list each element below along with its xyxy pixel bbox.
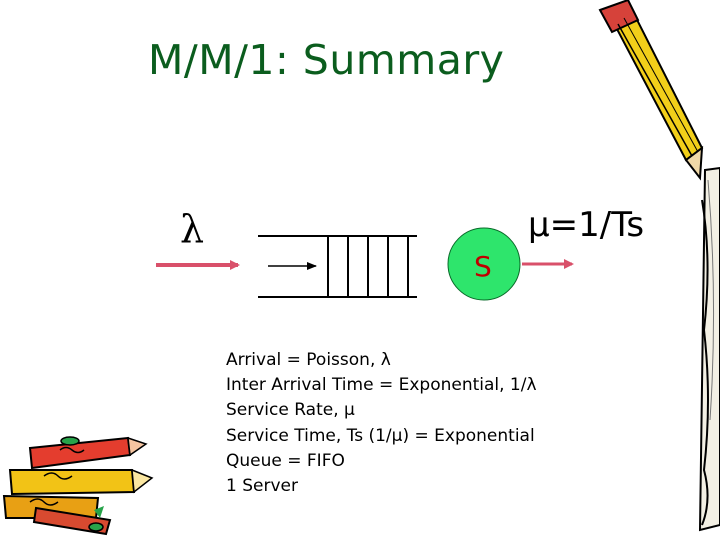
pencil-clipart-icon	[598, 0, 704, 181]
arrival-rate-symbol: λ	[180, 207, 205, 251]
summary-item: 1 Server	[226, 476, 298, 497]
summary-item: Inter Arrival Time = Exponential, 1/λ	[226, 375, 537, 396]
service-rate-label: μ=1/Ts	[528, 205, 645, 245]
server-circle	[447, 227, 521, 301]
pencil-edge-clipart-icon	[698, 166, 720, 532]
summary-item: Service Rate, μ	[226, 400, 355, 421]
server-label: S	[474, 250, 492, 283]
summary-list: Arrival = Poisson, λ Inter Arrival Time …	[226, 348, 537, 499]
summary-item: Arrival = Poisson, λ	[226, 350, 391, 370]
queue-buffer	[258, 235, 417, 298]
summary-item: Service Time, Ts (1/μ) = Exponential	[226, 425, 535, 446]
slide-title: M/M/1: Summary	[148, 36, 505, 84]
crayons-clipart-icon	[2, 436, 154, 536]
summary-item: Queue = FIFO	[226, 450, 345, 471]
